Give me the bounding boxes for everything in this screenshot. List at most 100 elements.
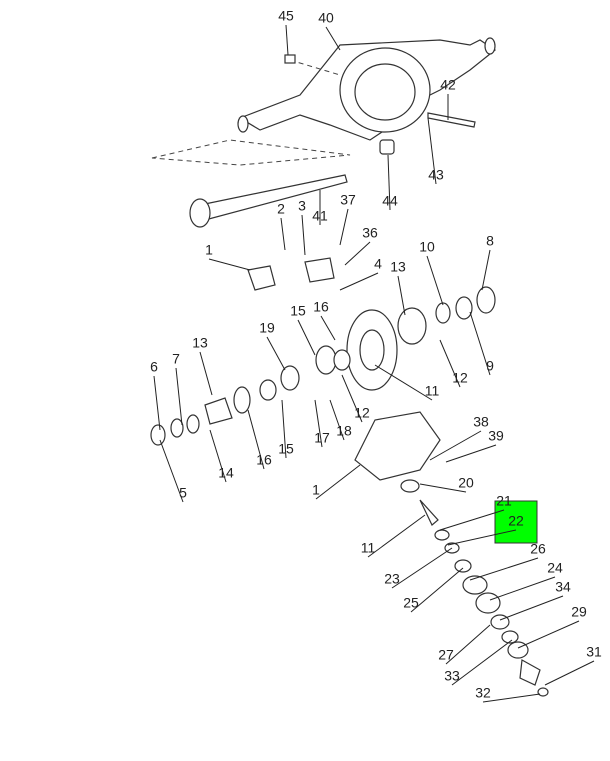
axle-housing	[237, 37, 497, 141]
leader-line	[481, 249, 491, 291]
callout-label-15[interactable]: 15	[290, 303, 306, 319]
callout-label-15[interactable]: 15	[278, 441, 294, 457]
leader-line	[339, 272, 379, 291]
callout-label-22[interactable]: 22	[508, 513, 524, 529]
callout-label-41[interactable]: 41	[312, 208, 328, 224]
callout-label-40[interactable]: 40	[318, 10, 334, 26]
leader-line	[199, 351, 213, 396]
leader-lines	[153, 24, 595, 703]
callout-label-21[interactable]: 21	[496, 493, 512, 509]
leader-line	[451, 639, 513, 686]
callout-label-1[interactable]: 1	[312, 482, 320, 498]
callout-label-36[interactable]: 36	[362, 225, 378, 241]
plug	[284, 54, 296, 64]
callout-label-20[interactable]: 20	[458, 475, 474, 491]
leader-line	[499, 595, 564, 621]
leader-line	[469, 557, 539, 581]
callout-label-8[interactable]: 8	[486, 233, 494, 249]
leader-line	[344, 241, 371, 266]
leader-line	[339, 208, 349, 246]
leader-line	[153, 375, 161, 431]
callout-label-11[interactable]: 11	[361, 540, 376, 556]
callout-label-1[interactable]: 1	[205, 242, 213, 258]
leader-line	[439, 509, 505, 531]
leader-line	[281, 399, 287, 459]
leader-line	[489, 576, 556, 601]
axle-shaft	[189, 174, 348, 228]
callout-label-19[interactable]: 19	[259, 320, 275, 336]
callout-label-7[interactable]: 7	[172, 351, 180, 367]
leader-line	[397, 275, 406, 316]
leader-line	[445, 444, 497, 463]
leader-line	[285, 24, 289, 56]
callout-label-12[interactable]: 12	[354, 405, 370, 421]
callout-label-6[interactable]: 6	[150, 359, 158, 375]
callout-label-17[interactable]: 17	[314, 430, 330, 446]
leader-line	[447, 529, 517, 546]
leader-line	[374, 364, 433, 401]
callout-label-39[interactable]: 39	[488, 428, 504, 444]
callout-label-24[interactable]: 24	[547, 560, 563, 576]
callout-label-23[interactable]: 23	[384, 571, 400, 587]
callout-label-16[interactable]: 16	[256, 452, 272, 468]
callout-label-26[interactable]: 26	[530, 541, 546, 557]
callout-label-31[interactable]: 31	[586, 644, 602, 660]
leader-line	[429, 430, 482, 461]
callout-label-27[interactable]: 27	[438, 647, 454, 663]
leader-line	[297, 319, 316, 356]
callout-label-44[interactable]: 44	[382, 193, 398, 209]
leader-line	[314, 399, 323, 448]
leader-line	[320, 315, 336, 341]
leader-line	[266, 336, 286, 371]
callout-label-5[interactable]: 5	[179, 485, 187, 501]
leader-line	[280, 217, 286, 251]
callout-label-25[interactable]: 25	[403, 595, 419, 611]
leader-line	[387, 154, 391, 211]
callout-label-9[interactable]: 9	[486, 358, 494, 374]
callout-label-18[interactable]: 18	[336, 423, 352, 439]
highlight-box[interactable]	[494, 500, 538, 544]
leader-line	[315, 464, 361, 500]
leader-line	[208, 258, 251, 271]
leader-line	[159, 439, 184, 503]
leader-line	[544, 660, 595, 686]
leader-line	[419, 483, 467, 493]
leader-line	[427, 117, 437, 185]
leader-line	[329, 399, 345, 441]
callout-label-34[interactable]: 34	[555, 579, 571, 595]
callout-label-37[interactable]: 37	[340, 192, 356, 208]
leader-line	[426, 255, 444, 306]
callout-label-16[interactable]: 16	[313, 299, 329, 315]
leader-line	[325, 26, 341, 51]
callout-label-11[interactable]: 11	[425, 383, 440, 399]
leader-line	[410, 567, 464, 613]
leader-line	[445, 624, 491, 665]
callout-label-29[interactable]: 29	[571, 604, 587, 620]
callout-label-14[interactable]: 14	[218, 465, 234, 481]
callout-label-13[interactable]: 13	[192, 335, 208, 351]
callout-label-43[interactable]: 43	[428, 167, 444, 183]
callout-label-42[interactable]: 42	[440, 77, 456, 93]
leader-line	[391, 547, 453, 589]
callout-label-32[interactable]: 32	[475, 685, 491, 701]
carrier-parts	[150, 257, 549, 697]
callout-label-13[interactable]: 13	[390, 259, 406, 275]
callout-label-4[interactable]: 4	[374, 256, 382, 272]
cap	[379, 139, 395, 155]
leader-line	[367, 514, 426, 558]
leader-line	[301, 214, 306, 256]
leader-line	[482, 693, 541, 703]
callout-label-12[interactable]: 12	[452, 370, 468, 386]
leader-line	[469, 311, 491, 376]
leader-line	[517, 620, 580, 649]
callout-label-2[interactable]: 2	[277, 201, 285, 217]
leader-line	[247, 409, 265, 470]
callout-label-45[interactable]: 45	[278, 8, 294, 24]
leader-line	[209, 429, 227, 483]
callout-label-10[interactable]: 10	[419, 239, 435, 255]
callout-label-38[interactable]: 38	[473, 414, 489, 430]
callout-label-33[interactable]: 33	[444, 668, 460, 684]
callout-label-3[interactable]: 3	[298, 198, 306, 214]
